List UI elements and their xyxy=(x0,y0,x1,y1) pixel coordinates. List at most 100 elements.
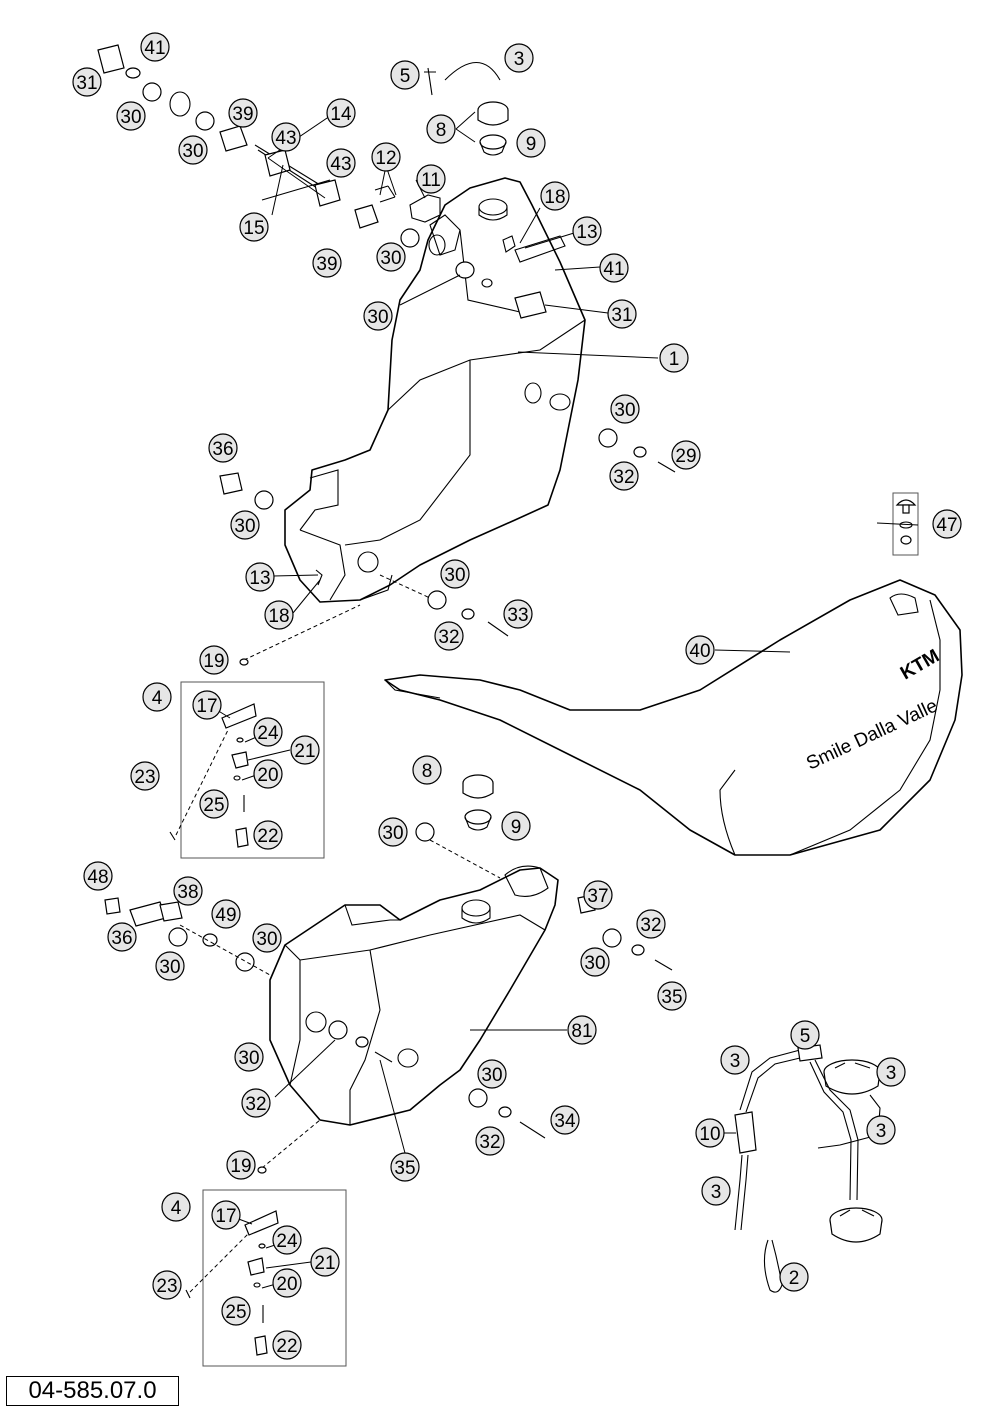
lower-fuel-cap xyxy=(462,774,494,831)
lower-tank-hardware xyxy=(104,822,673,1174)
svg-text:3: 3 xyxy=(514,49,525,70)
svg-text:22: 22 xyxy=(276,1336,297,1357)
fuel-hose-assembly xyxy=(734,1044,883,1293)
svg-text:30: 30 xyxy=(367,307,388,328)
svg-text:30: 30 xyxy=(382,823,403,844)
svg-text:17: 17 xyxy=(196,696,217,717)
callout-30: 30 xyxy=(580,947,610,977)
fuel-tap-assembly-lower xyxy=(185,1189,347,1367)
drawing-number: 04-585.07.0 xyxy=(6,1376,179,1406)
callout-81: 81 xyxy=(567,1015,597,1045)
svg-text:30: 30 xyxy=(159,957,180,978)
callout-3: 3 xyxy=(720,1045,750,1075)
callout-48: 48 xyxy=(83,861,113,891)
callout-39: 39 xyxy=(312,248,342,278)
svg-text:15: 15 xyxy=(243,218,264,239)
svg-text:47: 47 xyxy=(936,515,957,536)
svg-text:18: 18 xyxy=(268,606,289,627)
callout-41: 41 xyxy=(599,253,629,283)
svg-text:48: 48 xyxy=(87,867,108,888)
svg-text:17: 17 xyxy=(215,1206,236,1227)
callout-21: 21 xyxy=(290,735,320,765)
svg-text:30: 30 xyxy=(614,400,635,421)
svg-text:34: 34 xyxy=(554,1111,576,1132)
svg-text:25: 25 xyxy=(225,1302,246,1323)
svg-text:30: 30 xyxy=(481,1065,502,1086)
callout-30: 30 xyxy=(155,951,185,981)
svg-text:30: 30 xyxy=(182,141,203,162)
svg-text:25: 25 xyxy=(203,795,224,816)
svg-text:3: 3 xyxy=(730,1051,741,1072)
callout-32: 32 xyxy=(609,461,639,491)
svg-text:36: 36 xyxy=(212,439,233,460)
svg-text:9: 9 xyxy=(526,134,537,155)
callout-13: 13 xyxy=(572,216,602,246)
svg-text:14: 14 xyxy=(330,104,352,125)
callout-37: 37 xyxy=(583,880,613,910)
callout-40: 40 xyxy=(685,635,715,665)
callout-23: 23 xyxy=(152,1270,182,1300)
callout-8: 8 xyxy=(412,755,442,785)
callout-30: 30 xyxy=(378,817,408,847)
svg-text:81: 81 xyxy=(571,1021,592,1042)
svg-text:19: 19 xyxy=(203,651,224,672)
svg-text:8: 8 xyxy=(422,761,433,782)
callout-20: 20 xyxy=(253,759,283,789)
upper-fuel-tank xyxy=(284,177,586,603)
callout-3: 3 xyxy=(876,1057,906,1087)
callout-33: 33 xyxy=(503,599,533,629)
svg-text:5: 5 xyxy=(800,1026,811,1047)
svg-text:5: 5 xyxy=(400,66,411,87)
callout-13: 13 xyxy=(245,562,275,592)
upper-tank-hardware xyxy=(97,44,676,666)
callout-31: 31 xyxy=(607,299,637,329)
callout-3: 3 xyxy=(701,1176,731,1206)
svg-text:21: 21 xyxy=(294,741,315,762)
svg-text:41: 41 xyxy=(603,259,624,280)
callout-36: 36 xyxy=(107,922,137,952)
svg-text:30: 30 xyxy=(120,107,141,128)
svg-text:1: 1 xyxy=(669,349,680,370)
svg-text:35: 35 xyxy=(661,987,682,1008)
callout-32: 32 xyxy=(636,909,666,939)
svg-text:32: 32 xyxy=(640,915,661,936)
svg-text:4: 4 xyxy=(152,688,163,709)
svg-text:32: 32 xyxy=(479,1132,500,1153)
seat-side-text: Smile Dalla Valle xyxy=(803,695,941,774)
svg-text:3: 3 xyxy=(886,1063,897,1084)
svg-text:39: 39 xyxy=(232,104,253,125)
svg-text:40: 40 xyxy=(689,641,710,662)
svg-text:30: 30 xyxy=(234,516,255,537)
callout-24: 24 xyxy=(272,1225,302,1255)
callout-30: 30 xyxy=(440,559,470,589)
lower-fuel-tank xyxy=(269,865,559,1126)
callout-8: 8 xyxy=(426,114,456,144)
svg-text:2: 2 xyxy=(789,1268,800,1289)
callout-31: 31 xyxy=(72,67,102,97)
callout-22: 22 xyxy=(253,820,283,850)
callout-9: 9 xyxy=(501,811,531,841)
svg-text:31: 31 xyxy=(611,305,632,326)
callout-20: 20 xyxy=(272,1268,302,1298)
callout-30: 30 xyxy=(252,923,282,953)
svg-text:43: 43 xyxy=(330,154,351,175)
callout-4: 4 xyxy=(161,1192,191,1222)
callout-38: 38 xyxy=(173,876,203,906)
svg-text:30: 30 xyxy=(256,929,277,950)
svg-text:24: 24 xyxy=(276,1231,298,1252)
svg-text:12: 12 xyxy=(375,148,396,169)
callout-3: 3 xyxy=(504,43,534,73)
svg-text:10: 10 xyxy=(699,1124,720,1145)
svg-text:13: 13 xyxy=(249,568,270,589)
svg-text:33: 33 xyxy=(507,605,528,626)
callout-12: 12 xyxy=(371,142,401,172)
svg-text:43: 43 xyxy=(275,128,296,149)
svg-text:20: 20 xyxy=(257,765,278,786)
svg-text:24: 24 xyxy=(257,723,279,744)
callout-30: 30 xyxy=(376,242,406,272)
callout-24: 24 xyxy=(253,717,283,747)
callout-19: 19 xyxy=(199,645,229,675)
callout-35: 35 xyxy=(657,981,687,1011)
callout-21: 21 xyxy=(310,1247,340,1277)
